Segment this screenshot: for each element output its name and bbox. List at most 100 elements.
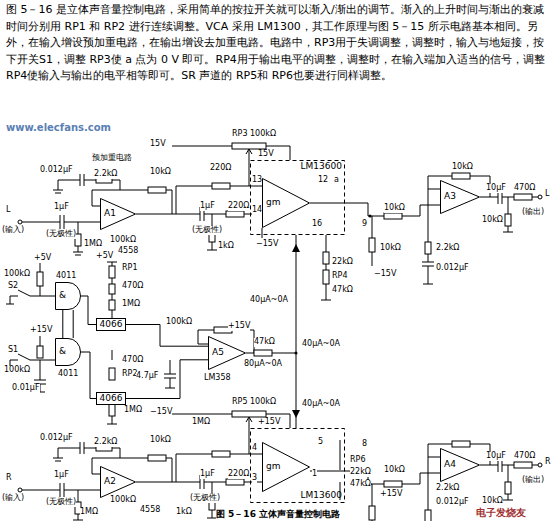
component-label: 100kΩ: [166, 318, 192, 327]
component-label: a: [334, 176, 339, 185]
component-label: 100kΩ: [4, 270, 30, 279]
component-label: LM358: [204, 374, 231, 383]
nand-gate: &: [55, 282, 81, 310]
component-label: 1MΩ: [84, 240, 102, 249]
component-label: +5V: [96, 252, 113, 261]
node-outline: [55, 338, 81, 366]
component-label: 40μA~0A: [302, 400, 340, 409]
component-label: 9: [362, 220, 367, 229]
component-label: 2.2kΩ: [94, 438, 117, 447]
component-label: 1kΩ: [218, 242, 234, 251]
switch-box: 4066: [96, 392, 126, 405]
ic-outline: LM13600gm: [250, 428, 345, 503]
amplifier-symbol: A4: [440, 448, 480, 482]
wire-connector: [81, 296, 96, 325]
node-text: gm: [266, 462, 280, 472]
amplifier-symbol: gm: [262, 178, 310, 228]
component-label: 100kΩ: [4, 366, 30, 375]
component-label: RP3 100kΩ: [232, 130, 276, 139]
component-label: (无极性): [46, 230, 76, 239]
component-label: 1MΩ: [124, 406, 142, 415]
component-label: (无极性): [192, 226, 222, 235]
component-label: 470Ω: [514, 452, 535, 461]
component-label: +15V: [30, 326, 52, 335]
component-label: 470Ω: [122, 282, 143, 291]
switch-box: 4066: [96, 318, 126, 331]
component-label: 2.2kΩ: [436, 244, 459, 253]
component-label: 预加重电路: [92, 154, 132, 163]
component-label: R: [6, 474, 12, 483]
node-text: &: [59, 347, 66, 357]
component-label: 40μA~0A: [302, 340, 340, 349]
node-text: A1: [104, 209, 116, 219]
component-label: 1MΩ: [122, 300, 140, 309]
nand-gate: &: [55, 338, 81, 366]
component-label: 220Ω: [228, 202, 249, 211]
node-text: &: [59, 291, 66, 301]
component-label: RP4: [332, 272, 347, 281]
component-label: 10kΩ: [384, 204, 405, 213]
component-label: 10kΩ: [150, 168, 171, 177]
amplifier-symbol: gm: [262, 442, 310, 492]
component-label: 10kΩ: [482, 497, 503, 506]
component-label: 15V: [258, 150, 274, 159]
component-label: (无极性): [46, 498, 76, 507]
component-label: 0.01μF: [12, 384, 40, 393]
component-label: 1μF: [54, 203, 69, 212]
component-label: 4011: [58, 370, 78, 379]
component-label: S1: [8, 346, 18, 355]
component-label: L: [545, 190, 549, 199]
component-label: +15V: [228, 322, 250, 331]
node-text: A5: [212, 348, 224, 358]
component-label: (输入): [2, 494, 24, 503]
component-label: 8: [362, 440, 367, 449]
wire-connector: [73, 310, 74, 338]
description-text: 图 5－16 是立体声音量控制电路，采用简单的按拉开关就可以渐入/渐出的调节。渐…: [6, 2, 550, 85]
component-label: +15V: [380, 490, 402, 499]
component-label: 40μA~0A: [250, 296, 288, 305]
component-label: 2.2kΩ: [436, 484, 459, 493]
component-label: 22kΩ: [332, 258, 353, 267]
component-label: RP5 100kΩ: [232, 398, 276, 407]
wire-connector: [62, 310, 63, 338]
component-label: 100kΩ: [110, 236, 136, 245]
component-label: 10kΩ: [482, 216, 503, 225]
amplifier-symbol: A3: [440, 180, 480, 214]
ic-outline: LM13600gm: [250, 160, 345, 235]
component-label: (输入): [2, 226, 24, 235]
component-label: 220Ω: [210, 164, 231, 173]
amplifier-symbol: A5: [208, 336, 246, 370]
component-label: RP1: [122, 264, 137, 273]
component-label: 1MΩ: [192, 418, 210, 427]
wire-connector: [126, 360, 208, 399]
component-label: (无极性): [190, 494, 220, 503]
component-label: (输出): [522, 476, 544, 485]
component-label: 10kΩ: [380, 244, 401, 253]
node-outline: [55, 282, 81, 310]
component-label: 4558: [118, 247, 138, 256]
component-label: 1: [312, 470, 317, 479]
component-label: 0.012μF: [40, 434, 73, 443]
component-label: 0.012μF: [40, 166, 73, 175]
component-label: 22kΩ: [350, 468, 371, 477]
node-text: A3: [444, 192, 456, 202]
component-label: 10kΩ: [150, 436, 171, 445]
component-label: 14: [252, 206, 262, 215]
component-label: 1kΩ: [176, 508, 192, 517]
component-label: 47kΩ: [350, 480, 371, 489]
component-label: 10μF: [486, 452, 506, 461]
component-label: 100kΩ: [110, 496, 136, 505]
component-label: 13: [252, 176, 262, 185]
node-text: A2: [104, 477, 116, 487]
node-text: gm: [266, 198, 280, 208]
component-label: 15V: [150, 140, 166, 149]
component-label: 1μF: [200, 202, 215, 211]
component-label: 4558: [140, 506, 160, 515]
component-label: 16: [312, 220, 322, 229]
node-text: 4066: [100, 394, 123, 404]
node-text: 4066: [100, 320, 123, 330]
component-label: +5V: [34, 254, 51, 263]
component-label: 470Ω: [514, 184, 535, 193]
component-label: 10kΩ: [384, 466, 405, 475]
component-label: 4.7μF: [136, 372, 158, 381]
